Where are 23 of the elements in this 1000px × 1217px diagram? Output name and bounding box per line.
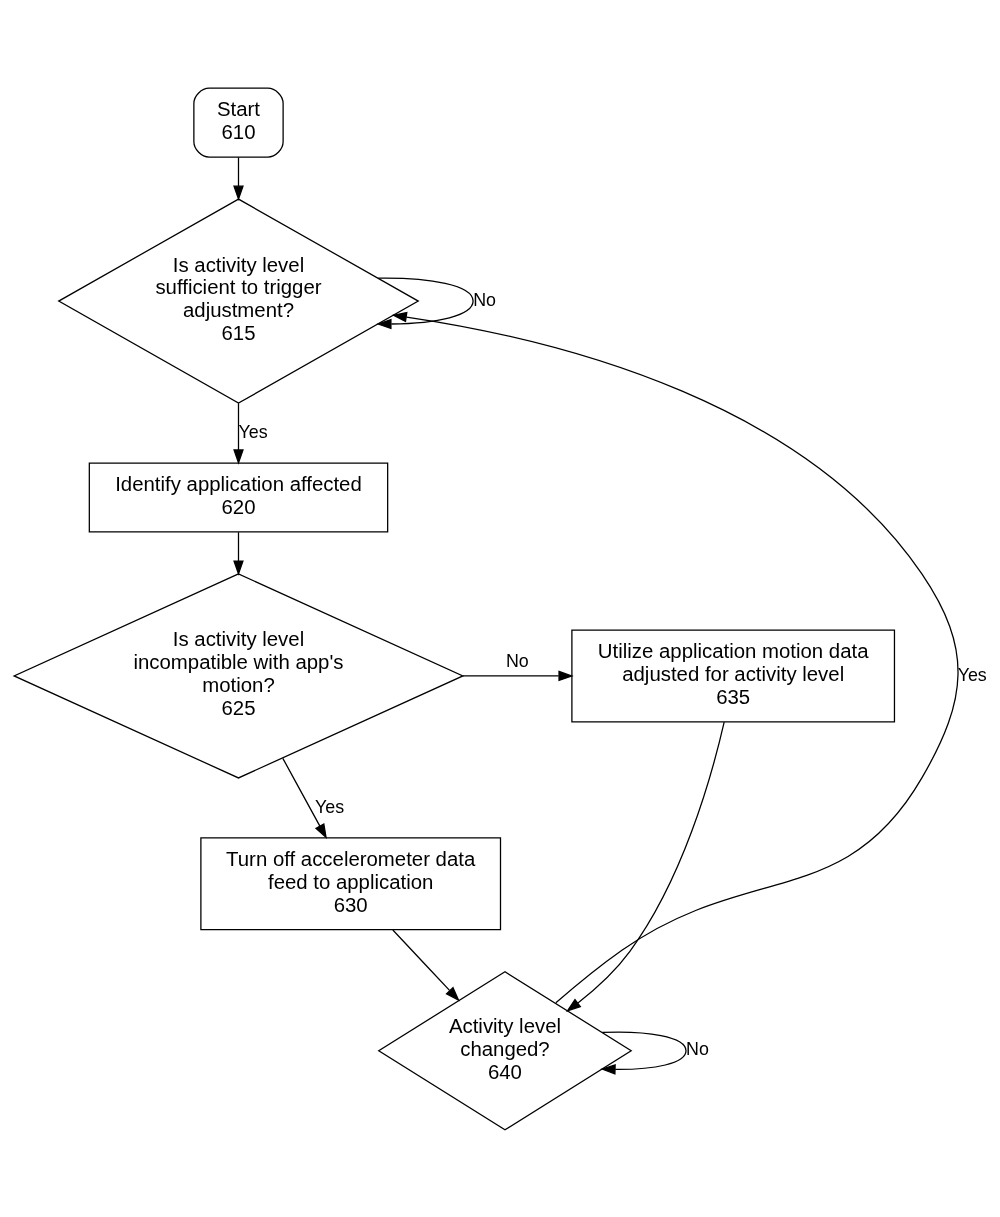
arrow — [281, 757, 327, 839]
edge-label: No — [685, 1038, 709, 1059]
arrow — [599, 1031, 687, 1075]
edge-label: Yes — [238, 421, 268, 442]
node-box: Identify application affected 620 — [88, 461, 388, 532]
arrow — [232, 156, 244, 201]
node-box: Turn off accelerometer data feed to application 630 — [199, 836, 501, 930]
arrow — [461, 670, 574, 681]
arrow — [232, 531, 244, 576]
arrow — [375, 277, 474, 329]
arrow — [565, 720, 725, 1012]
edge-label: No — [472, 289, 496, 310]
node-diamond: Activity level changed? 640 — [377, 970, 632, 1131]
edge-label: Yes — [314, 796, 344, 817]
edge-label: Yes — [957, 664, 987, 685]
arrow — [232, 402, 244, 465]
node-diamond: Is activity level incompatible with app's motion? 625 — [12, 572, 464, 779]
edge-label: No — [505, 650, 529, 671]
node-box: Utilize application motion data adjusted for activity level 635 — [570, 628, 895, 722]
arrow — [391, 311, 959, 1003]
node-box: Start 610 — [192, 87, 284, 158]
node-diamond: Is activity level sufficient to trigger adjustment? 615 — [56, 197, 420, 404]
arrow — [391, 928, 460, 1001]
